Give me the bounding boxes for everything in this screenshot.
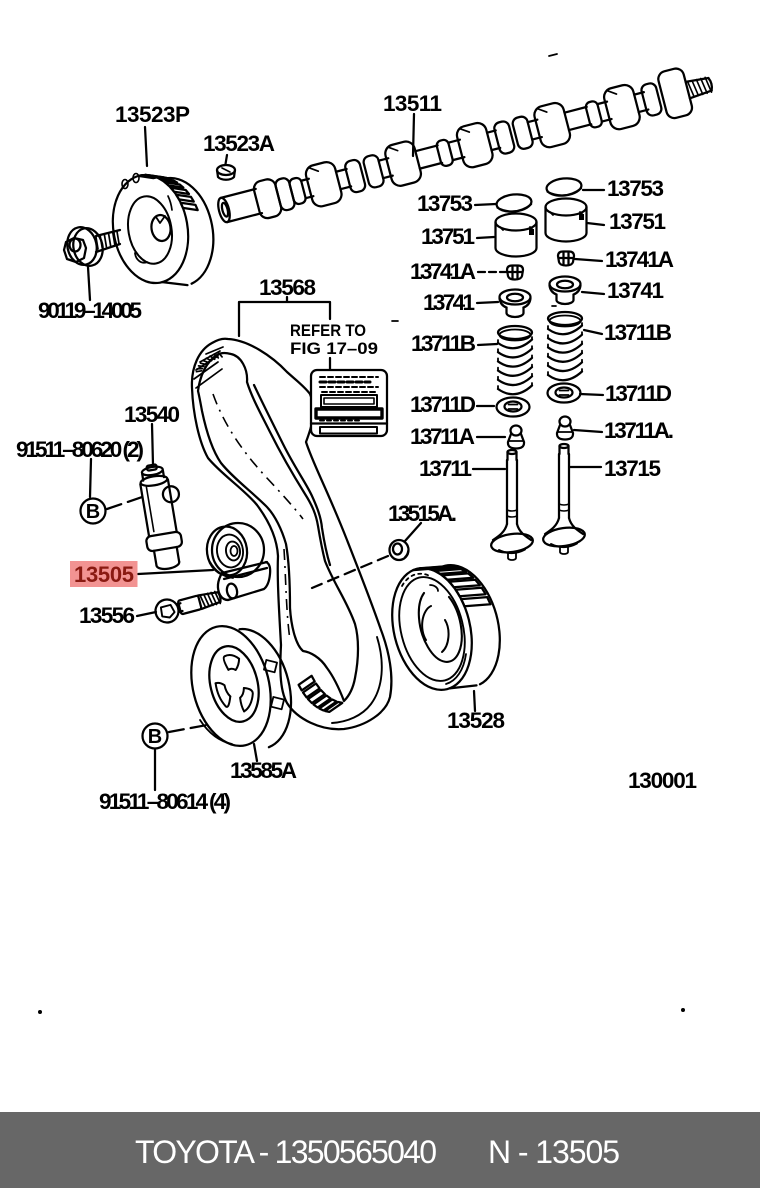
svg-text:B: B [148,726,162,748]
svg-text:B: B [86,501,100,523]
svg-text:REFER TO: REFER TO [290,321,366,340]
svg-text:13711B: 13711B [604,320,672,345]
svg-text:13715: 13715 [604,456,661,481]
svg-text:13741: 13741 [607,278,664,303]
svg-text:13711A: 13711A [410,424,475,449]
svg-text:13753: 13753 [607,176,664,201]
svg-text:13751: 13751 [609,209,666,234]
svg-text:13741: 13741 [423,290,475,315]
svg-text:13751: 13751 [421,224,475,249]
svg-text:13585A: 13585A [230,758,297,783]
svg-text:13515A.: 13515A. [388,501,457,526]
svg-text:13711: 13711 [419,456,472,481]
svg-text:FIG 17–09: FIG 17–09 [290,339,378,358]
svg-text:13741A: 13741A [410,259,476,284]
svg-text:13711D: 13711D [410,392,476,417]
svg-text:91511–80620 (2): 91511–80620 (2) [16,437,144,462]
svg-text:13523A: 13523A [203,131,275,156]
svg-text:130001: 130001 [628,768,697,793]
svg-text:13711B: 13711B [411,331,476,356]
svg-text:13511: 13511 [383,91,442,116]
svg-text:13505: 13505 [74,562,134,587]
svg-text:90119–14005: 90119–14005 [38,298,142,323]
svg-text:13556: 13556 [79,603,135,628]
svg-text:13568: 13568 [259,275,316,300]
svg-text:91511–80614 (4): 91511–80614 (4) [99,789,231,814]
svg-text:TOYOTA - 1350565040: TOYOTA - 1350565040 [135,1134,437,1170]
svg-text:13523P: 13523P [115,102,190,127]
svg-text:13711A.: 13711A. [604,418,674,443]
svg-text:13528: 13528 [447,708,505,733]
svg-text:13711D: 13711D [605,381,672,406]
svg-text:13753: 13753 [417,191,473,216]
svg-text:13540: 13540 [124,402,180,427]
svg-text:N - 13505: N - 13505 [488,1134,620,1170]
svg-text:13741A: 13741A [605,247,674,272]
